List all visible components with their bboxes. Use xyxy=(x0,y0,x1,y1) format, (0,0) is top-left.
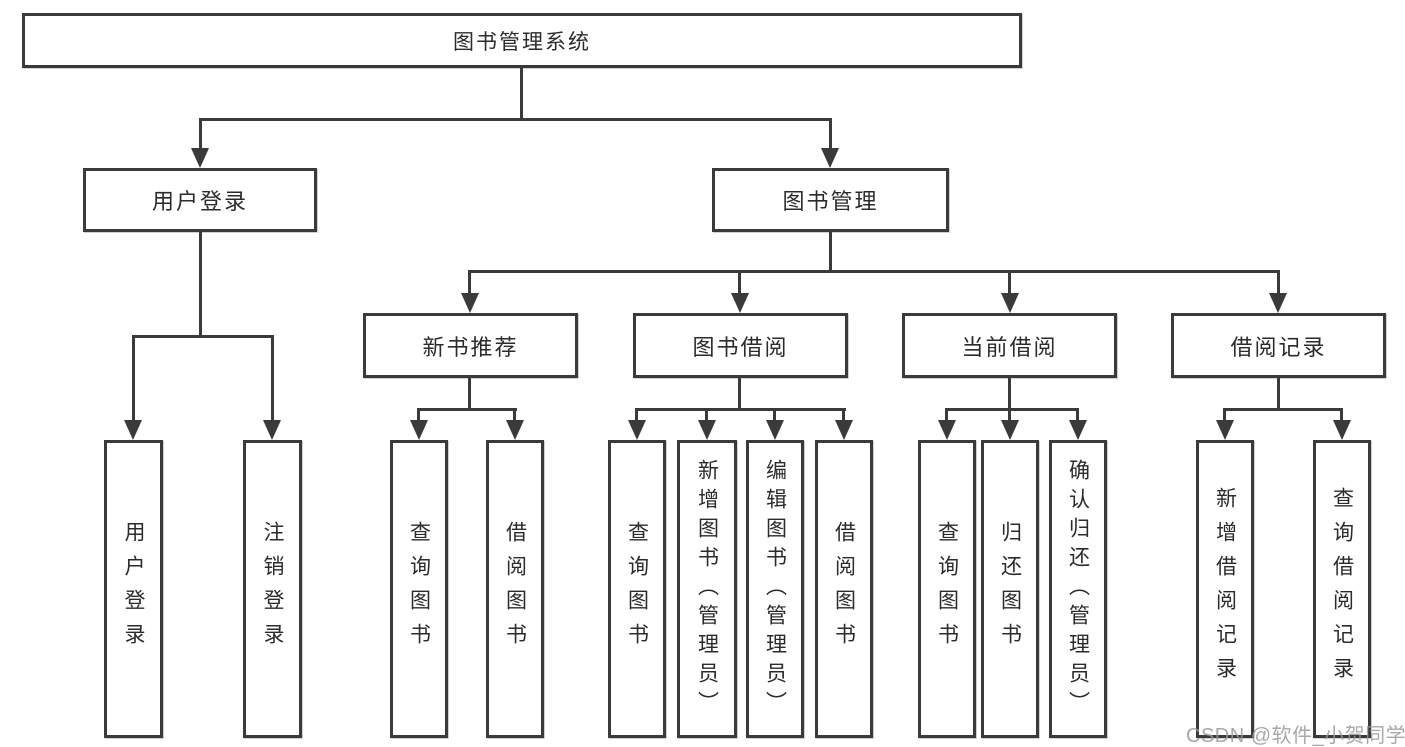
watermark-csdn: CSDN @软件_小贺同学 xyxy=(1186,725,1405,747)
connector-line xyxy=(271,335,274,422)
leaf-label: 新增图书（管理员） xyxy=(695,458,719,720)
connector-line xyxy=(1008,408,1011,422)
node-new-book-recommendation: 新书推荐 xyxy=(363,313,578,378)
connector-line xyxy=(1223,408,1226,422)
leaf-query-books-borrowing: 查询图书 xyxy=(608,440,666,738)
connector-line xyxy=(773,408,776,422)
leaf-label: 查询图书 xyxy=(625,521,649,657)
leaf-label: 新增借阅记录 xyxy=(1213,487,1237,691)
node-user-login: 用户登录 xyxy=(83,168,317,232)
connector-line xyxy=(468,270,1280,273)
node-label: 当前借阅 xyxy=(961,334,1058,360)
arrowhead-down-icon xyxy=(1069,420,1087,440)
node-label: 图书管理 xyxy=(782,189,879,214)
arrowhead-down-icon xyxy=(731,293,749,313)
leaf-logout: 注销登录 xyxy=(243,440,302,738)
leaf-query-books-recommend: 查询图书 xyxy=(390,440,448,738)
leaf-label: 编辑图书（管理员） xyxy=(763,458,787,720)
leaf-label: 用户登录 xyxy=(122,521,145,657)
connector-line xyxy=(738,270,741,297)
leaf-label: 借阅图书 xyxy=(503,521,527,657)
leaf-query-borrow-record: 查询借阅记录 xyxy=(1313,440,1371,738)
leaf-label: 查询图书 xyxy=(407,521,431,657)
arrowhead-down-icon xyxy=(191,148,209,168)
node-label: 新书推荐 xyxy=(422,334,519,360)
arrowhead-down-icon xyxy=(461,293,479,313)
arrowhead-down-icon xyxy=(506,420,524,440)
leaf-edit-books-admin: 编辑图书（管理员） xyxy=(746,440,804,738)
connector-line xyxy=(842,408,845,422)
leaf-user-login: 用户登录 xyxy=(104,440,163,738)
connector-line xyxy=(829,232,832,270)
leaf-label: 确认归还（管理员） xyxy=(1066,458,1090,720)
connector-line xyxy=(417,408,420,422)
node-label: 借阅记录 xyxy=(1230,334,1327,360)
arrowhead-down-icon xyxy=(1333,420,1351,440)
arrowhead-down-icon xyxy=(821,148,839,168)
node-label: 用户登录 xyxy=(151,189,248,214)
arrowhead-down-icon xyxy=(698,420,716,440)
connector-line xyxy=(1223,408,1343,411)
connector-line xyxy=(1076,408,1079,422)
connector-line xyxy=(635,408,846,411)
leaf-label: 借阅图书 xyxy=(832,521,856,657)
leaf-query-books-current: 查询图书 xyxy=(918,440,976,738)
leaf-label: 注销登录 xyxy=(261,521,284,657)
node-label: 图书借阅 xyxy=(692,334,789,360)
connector-line xyxy=(132,335,135,422)
connector-line xyxy=(945,408,948,422)
leaf-add-books-admin: 新增图书（管理员） xyxy=(677,440,737,738)
connector-line xyxy=(635,408,638,422)
arrowhead-down-icon xyxy=(1001,420,1019,440)
arrowhead-down-icon xyxy=(1269,293,1287,313)
node-current-borrowing: 当前借阅 xyxy=(902,313,1117,378)
connector-line xyxy=(1277,270,1280,297)
leaf-add-borrow-record: 新增借阅记录 xyxy=(1196,440,1254,738)
node-book-borrowing: 图书借阅 xyxy=(633,313,848,378)
connector-line xyxy=(829,118,832,150)
connector-line xyxy=(1277,378,1280,408)
leaf-return-books: 归还图书 xyxy=(981,440,1039,738)
connector-line xyxy=(1008,378,1011,408)
connector-line xyxy=(199,118,832,121)
arrowhead-down-icon xyxy=(1001,293,1019,313)
arrowhead-down-icon xyxy=(835,420,853,440)
leaf-confirm-return-admin: 确认归还（管理员） xyxy=(1049,440,1107,738)
node-book-management: 图书管理 xyxy=(712,168,949,232)
connector-line xyxy=(945,408,1079,411)
connector-line xyxy=(1008,270,1011,297)
connector-line xyxy=(738,378,741,408)
node-label: 图书管理系统 xyxy=(453,30,591,54)
leaf-borrow-books-borrowing: 借阅图书 xyxy=(815,440,873,738)
arrowhead-down-icon xyxy=(410,420,428,440)
arrowhead-down-icon xyxy=(124,420,142,440)
leaf-label: 归还图书 xyxy=(998,521,1022,657)
arrowhead-down-icon xyxy=(938,420,956,440)
connector-line xyxy=(417,408,517,411)
connector-line xyxy=(705,408,708,422)
connector-line xyxy=(468,378,471,408)
leaf-borrow-books-recommend: 借阅图书 xyxy=(486,440,544,738)
connector-line xyxy=(1340,408,1343,422)
arrowhead-down-icon xyxy=(263,420,281,440)
arrowhead-down-icon xyxy=(628,420,646,440)
connector-line xyxy=(513,408,516,422)
connector-line xyxy=(199,118,202,150)
arrowhead-down-icon xyxy=(1216,420,1234,440)
connector-line xyxy=(468,270,471,297)
leaf-label: 查询图书 xyxy=(935,521,959,657)
arrowhead-down-icon xyxy=(766,420,784,440)
connector-line xyxy=(520,68,523,118)
leaf-label: 查询借阅记录 xyxy=(1330,487,1354,691)
connector-line xyxy=(199,232,202,335)
connector-line xyxy=(132,335,274,338)
node-library-management-system: 图书管理系统 xyxy=(22,13,1022,68)
node-borrowing-records: 借阅记录 xyxy=(1171,313,1386,378)
